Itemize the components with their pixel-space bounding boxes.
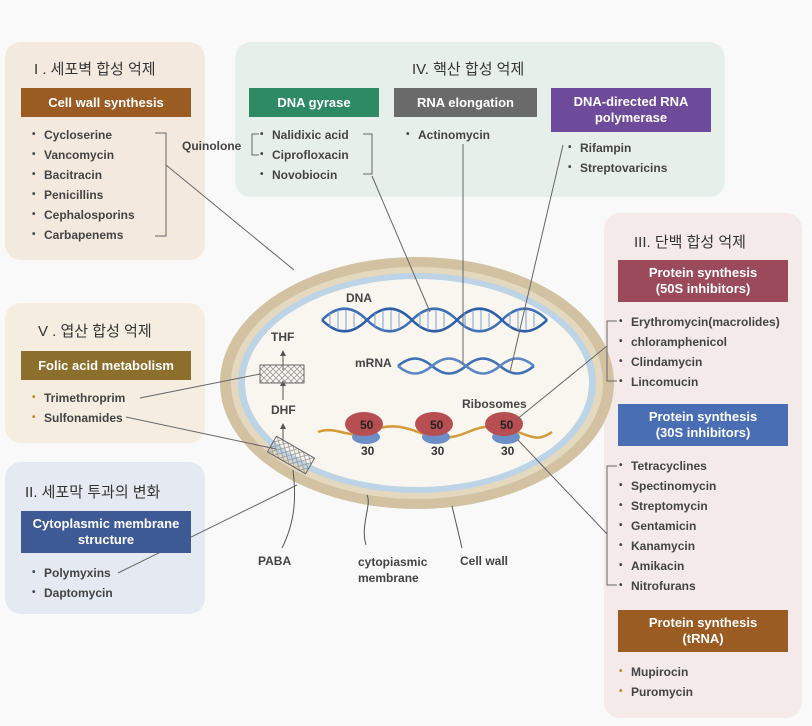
nucleic-acid-panel-title: IV. 핵산 합성 억제	[412, 61, 525, 78]
list-item: Sulfonamides	[32, 408, 125, 428]
list-item: Daptomycin	[32, 583, 113, 603]
cell-wall-panel-title: I . 세포벽 합성 억제	[34, 61, 156, 78]
list-item: Rifampin	[568, 138, 667, 158]
list-item: Actinomycin	[406, 125, 490, 145]
folic-acid-panel-title: V . 엽산 합성 억제	[38, 323, 152, 340]
dna-label: DNA	[346, 291, 372, 305]
rna-polymerase-header: DNA-directed RNA polymerase	[551, 88, 711, 132]
list-item: Streptomycin	[619, 496, 716, 516]
membrane-structure-header: Cytoplasmic membrane structure	[21, 511, 191, 553]
list-item: Streptovaricins	[568, 158, 667, 178]
list-item: Spectinomycin	[619, 476, 716, 496]
list-item: Ciprofloxacin	[260, 145, 349, 165]
50s-inhibitors-header: Protein synthesis (50S inhibitors)	[618, 260, 788, 302]
quinolone-label: Quinolone	[182, 139, 242, 153]
cytoplasmic-membrane-label: cytopiasmic membrane	[358, 555, 428, 585]
list-item: Cephalosporins	[32, 205, 135, 225]
trna-header: Protein synthesis (tRNA)	[618, 610, 788, 652]
dna-rungs	[329, 310, 535, 330]
list-item: Nalidixic acid	[260, 125, 349, 145]
dhps-enzyme-box	[266, 435, 316, 475]
list-item: Cycloserine	[32, 125, 135, 145]
cell-wall-drug-list: Cycloserine Vancomycin Bacitracin Penici…	[32, 125, 135, 245]
cell-wall-synthesis-header: Cell wall synthesis	[21, 88, 191, 117]
30s-drug-list: Tetracyclines Spectinomycin Streptomycin…	[619, 456, 716, 596]
list-item: Novobiocin	[260, 165, 349, 185]
ribosome-2-50s-label: 50	[430, 418, 444, 432]
ribosome-2	[415, 412, 453, 444]
ribosome-3-50s-label: 50	[500, 418, 514, 432]
list-item: Tetracyclines	[619, 456, 716, 476]
thf-label: THF	[271, 330, 295, 344]
50s-drug-list: Erythromycin(macrolides) chloramphenicol…	[619, 312, 780, 392]
list-item: Bacitracin	[32, 165, 135, 185]
membrane-drug-list: Polymyxins Daptomycin	[32, 563, 113, 603]
list-item: Kanamycin	[619, 536, 716, 556]
dna-helix	[321, 307, 548, 333]
list-item: chloramphenicol	[619, 332, 780, 352]
list-item: Polymyxins	[32, 563, 113, 583]
ribosome-3-30s-label: 30	[501, 444, 515, 458]
rna-elongation-header: RNA elongation	[394, 88, 537, 117]
rna-polymerase-drug-list: Rifampin Streptovaricins	[568, 138, 667, 178]
protein-panel-title: III. 단백 합성 억제	[634, 234, 746, 251]
paba-label: PABA	[258, 554, 292, 568]
rna-elongation-drug-list: Actinomycin	[406, 125, 490, 145]
membrane-panel-title: II. 세포막 투과의 변화	[25, 484, 161, 501]
ribosome-3	[485, 412, 523, 444]
list-item: Lincomucin	[619, 372, 780, 392]
list-item: Puromycin	[619, 682, 693, 702]
mrna-label: mRNA	[355, 356, 392, 370]
dna-gyrase-header: DNA gyrase	[249, 88, 379, 117]
folic-acid-drug-list: Trimethroprim Sulfonamides	[32, 388, 125, 428]
dhfr-enzyme-box	[259, 364, 305, 384]
list-item: Carbapenems	[32, 225, 135, 245]
30s-inhibitors-header: Protein synthesis (30S inhibitors)	[618, 404, 788, 446]
list-item: Amikacin	[619, 556, 716, 576]
ribosome-2-30s-label: 30	[431, 444, 445, 458]
trna-drug-list: Mupirocin Puromycin	[619, 662, 693, 702]
ribosomes-label: Ribosomes	[462, 397, 527, 411]
ribosome-1	[345, 412, 383, 444]
cell-wall-label: Cell wall	[460, 554, 509, 568]
list-item: Erythromycin(macrolides)	[619, 312, 780, 332]
list-item: Gentamicin	[619, 516, 716, 536]
list-item: Trimethroprim	[32, 388, 125, 408]
list-item: Penicillins	[32, 185, 135, 205]
ribosome-1-30s-label: 30	[361, 444, 375, 458]
dhf-label: DHF	[271, 403, 296, 417]
list-item: Nitrofurans	[619, 576, 716, 596]
mrna-strand	[397, 357, 535, 375]
list-item: Vancomycin	[32, 145, 135, 165]
list-item: Mupirocin	[619, 662, 693, 682]
folic-acid-header: Folic acid metabolism	[21, 351, 191, 380]
list-item: Clindamycin	[619, 352, 780, 372]
dna-gyrase-drug-list: Nalidixic acid Ciprofloxacin Novobiocin	[260, 125, 349, 185]
ribosome-1-50s-label: 50	[360, 418, 374, 432]
